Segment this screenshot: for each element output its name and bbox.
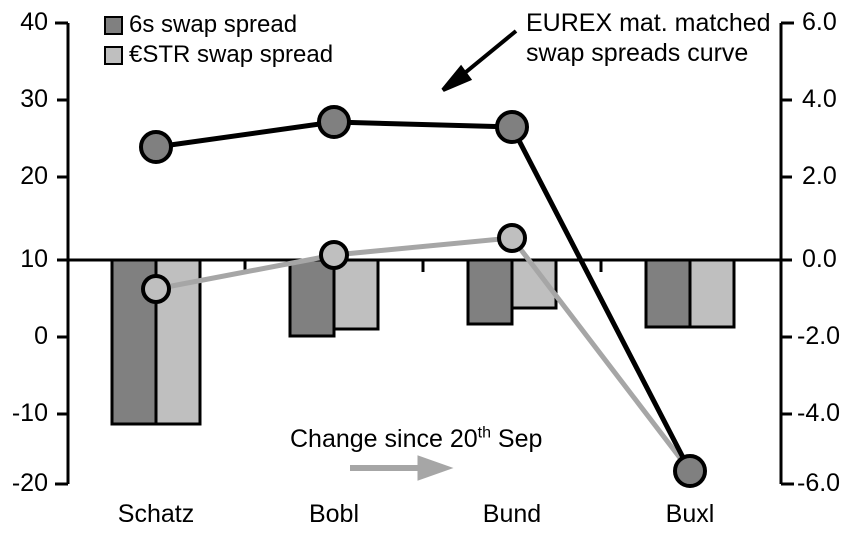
legend-label-6s: 6s swap spread — [129, 11, 298, 38]
bar-estr-bobl — [332, 258, 380, 331]
marker-eurex-schatz — [139, 130, 173, 164]
annotation-eurex-line1: EUREX mat. matched — [526, 9, 771, 37]
bar-6s-bund — [466, 258, 514, 326]
legend-item-6s-swap-spread: 6s swap spread — [104, 10, 333, 40]
marker-eurex-bobl — [317, 105, 351, 139]
bar-estr-buxl — [688, 258, 736, 329]
marker-change-schatz — [141, 274, 171, 304]
legend-swatch-estr-icon — [104, 45, 123, 65]
y-axis-left-tick-40: 40 — [20, 8, 48, 36]
annotation-change-suffix: Sep — [490, 425, 543, 453]
callout-arrow-icon — [441, 29, 518, 92]
y-axis-right-tick-0: 0.0 — [802, 245, 837, 273]
x-axis-label-bund: Bund — [482, 500, 542, 528]
legend-item-estr-swap-spread: €STR swap spread — [104, 40, 333, 70]
bars-6s-swap-spread — [110, 258, 692, 426]
marker-change-bund — [497, 223, 527, 253]
legend-label-estr: €STR swap spread — [129, 41, 334, 68]
marker-eurex-buxl — [673, 454, 707, 488]
legend-swatch-6s-icon — [104, 15, 123, 35]
y-axis-right-tick-minus6: -6.0 — [797, 469, 841, 497]
annotation-change-superscript: th — [477, 424, 491, 442]
y-axis-left-tick-minus20: -20 — [11, 469, 48, 497]
right-axis — [779, 21, 794, 486]
markers-change-since-20sep — [141, 223, 527, 304]
y-axis-right-tick-minus2: -2.0 — [797, 322, 841, 350]
annotation-change-since: Change since 20th Sep — [290, 424, 542, 454]
y-axis-left-tick-10: 10 — [20, 245, 48, 273]
y-axis-right-tick-6: 6.0 — [802, 8, 837, 36]
y-axis-left-tick-30: 30 — [20, 85, 48, 113]
y-axis-right-tick-2: 2.0 — [802, 162, 837, 190]
annotation-eurex-line2: swap spreads curve — [526, 39, 749, 67]
y-axis-right-tick-minus4: -4.0 — [797, 399, 841, 427]
left-axis — [55, 21, 70, 486]
markers-eurex-curve — [139, 105, 707, 488]
series-line-change-since-20sep — [153, 235, 693, 474]
series-line-eurex-swap-spreads — [153, 119, 693, 474]
chart-legend: 6s swap spread €STR swap spread — [104, 10, 333, 70]
annotation-change-text: Change since 20 — [290, 425, 478, 453]
annotation-eurex-curve: EUREX mat. matched swap spreads curve — [526, 8, 771, 68]
bar-6s-bobl — [288, 258, 336, 338]
change-arrow-icon — [350, 455, 454, 481]
x-axis-label-bobl: Bobl — [308, 500, 360, 528]
marker-change-bobl — [319, 240, 349, 270]
x-axis-label-schatz: Schatz — [117, 500, 195, 528]
y-axis-left-tick-0: 0 — [34, 322, 48, 350]
x-axis-label-buxl: Buxl — [665, 500, 715, 528]
marker-eurex-bund — [495, 110, 529, 144]
y-axis-left-tick-20: 20 — [20, 162, 48, 190]
y-axis-left-tick-minus10: -10 — [11, 399, 48, 427]
y-axis-right-tick-4: 4.0 — [802, 85, 837, 113]
bar-6s-buxl — [644, 258, 692, 329]
